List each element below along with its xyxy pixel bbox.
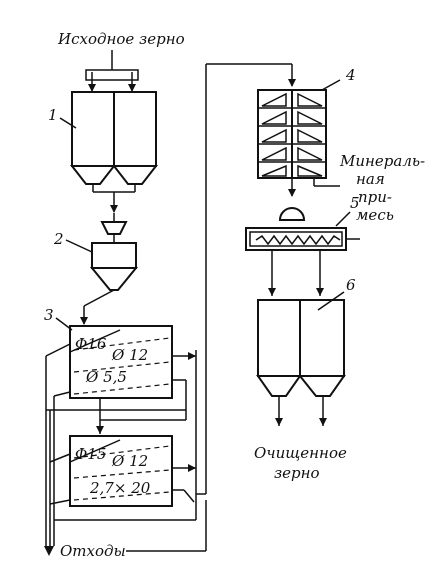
magnetic-separator-5 [245, 207, 360, 296]
bunker-6 [256, 299, 346, 426]
separator-3-lower [69, 435, 173, 507]
mineral-label-3: при- [358, 188, 392, 206]
input-feed-line [85, 50, 139, 92]
bunker-1 [69, 91, 159, 213]
mineral-label-2: ная [356, 170, 385, 188]
leader-6 [317, 291, 345, 311]
leader-3 [55, 317, 73, 331]
waste-label: Отходы [60, 542, 126, 560]
leader-5 [335, 211, 351, 227]
separator-interconnect [96, 63, 292, 520]
sieve-top-2: Ø 12 [111, 346, 148, 364]
mineral-label-4: месь [356, 206, 394, 224]
number-5: 5 [350, 194, 360, 212]
scale-2 [89, 213, 139, 291]
number-1: 1 [48, 106, 58, 124]
number-4: 4 [345, 66, 356, 84]
sieve-bottom-3: 2,7× 20 [89, 479, 151, 497]
separator-3-upper [69, 325, 173, 399]
sieve-bottom-2: Ø 12 [111, 452, 148, 470]
mineral-label-1: Минераль- [339, 152, 425, 170]
leader-4 [321, 79, 341, 91]
stone-separator-4 [257, 64, 340, 197]
leader-1 [59, 117, 77, 129]
clean-grain-label-2: зерно [274, 464, 320, 482]
clean-grain-label-1: Очищенное [254, 444, 347, 462]
number-6: 6 [346, 276, 356, 294]
number-2: 2 [53, 230, 64, 248]
number-3: 3 [44, 306, 54, 324]
sieve-top-3: Ø 5,5 [85, 368, 127, 386]
feed-to-separator [80, 289, 115, 325]
sieve-bottom-1: Φ15 [75, 445, 106, 463]
sieve-top-1: Φ16 [75, 335, 107, 353]
input-grain-label: Исходное зерно [57, 30, 185, 48]
leader-2 [65, 239, 93, 253]
waste-lines [44, 343, 196, 556]
